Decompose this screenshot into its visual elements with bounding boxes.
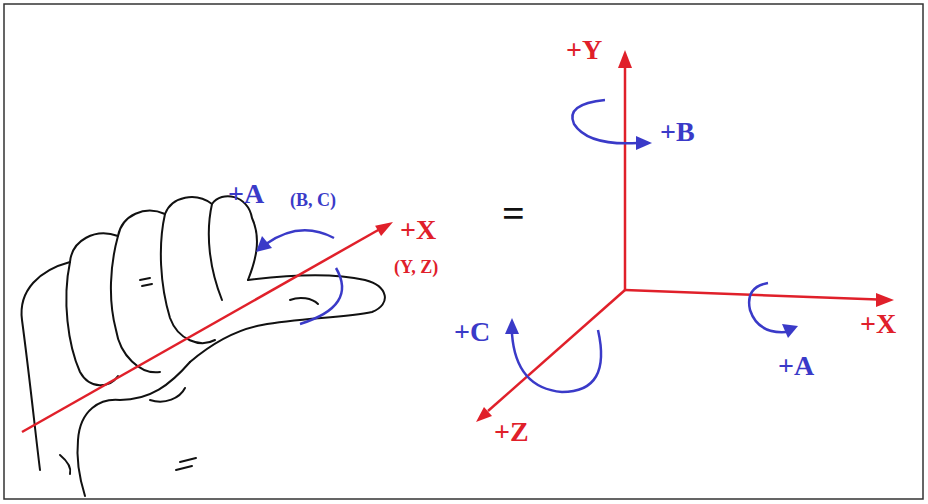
rotation-note: (B, C): [290, 191, 336, 209]
equals-sign: =: [502, 194, 525, 234]
axis-label: +Y: [566, 36, 602, 64]
hand-drawing: [22, 196, 385, 496]
x-axis-line: [22, 229, 380, 432]
axes: [488, 66, 878, 411]
axis-label: +X: [860, 310, 896, 338]
rotation-arrow: [266, 230, 342, 324]
rotation-arrow: [512, 100, 786, 392]
arrowhead: [375, 222, 393, 236]
rotation-label: +B: [660, 118, 695, 146]
rotation-label: +A: [778, 352, 814, 380]
axis-label: +Z: [494, 418, 529, 446]
rotation-label: +A: [228, 180, 264, 208]
arrowhead: [476, 50, 894, 422]
axis-note: (Y, Z): [394, 258, 438, 276]
arrowhead: [256, 236, 272, 252]
arrowhead: [505, 136, 798, 338]
axis-label: +X: [400, 216, 436, 244]
frame: [4, 4, 923, 499]
rotation-label: +C: [454, 318, 490, 346]
